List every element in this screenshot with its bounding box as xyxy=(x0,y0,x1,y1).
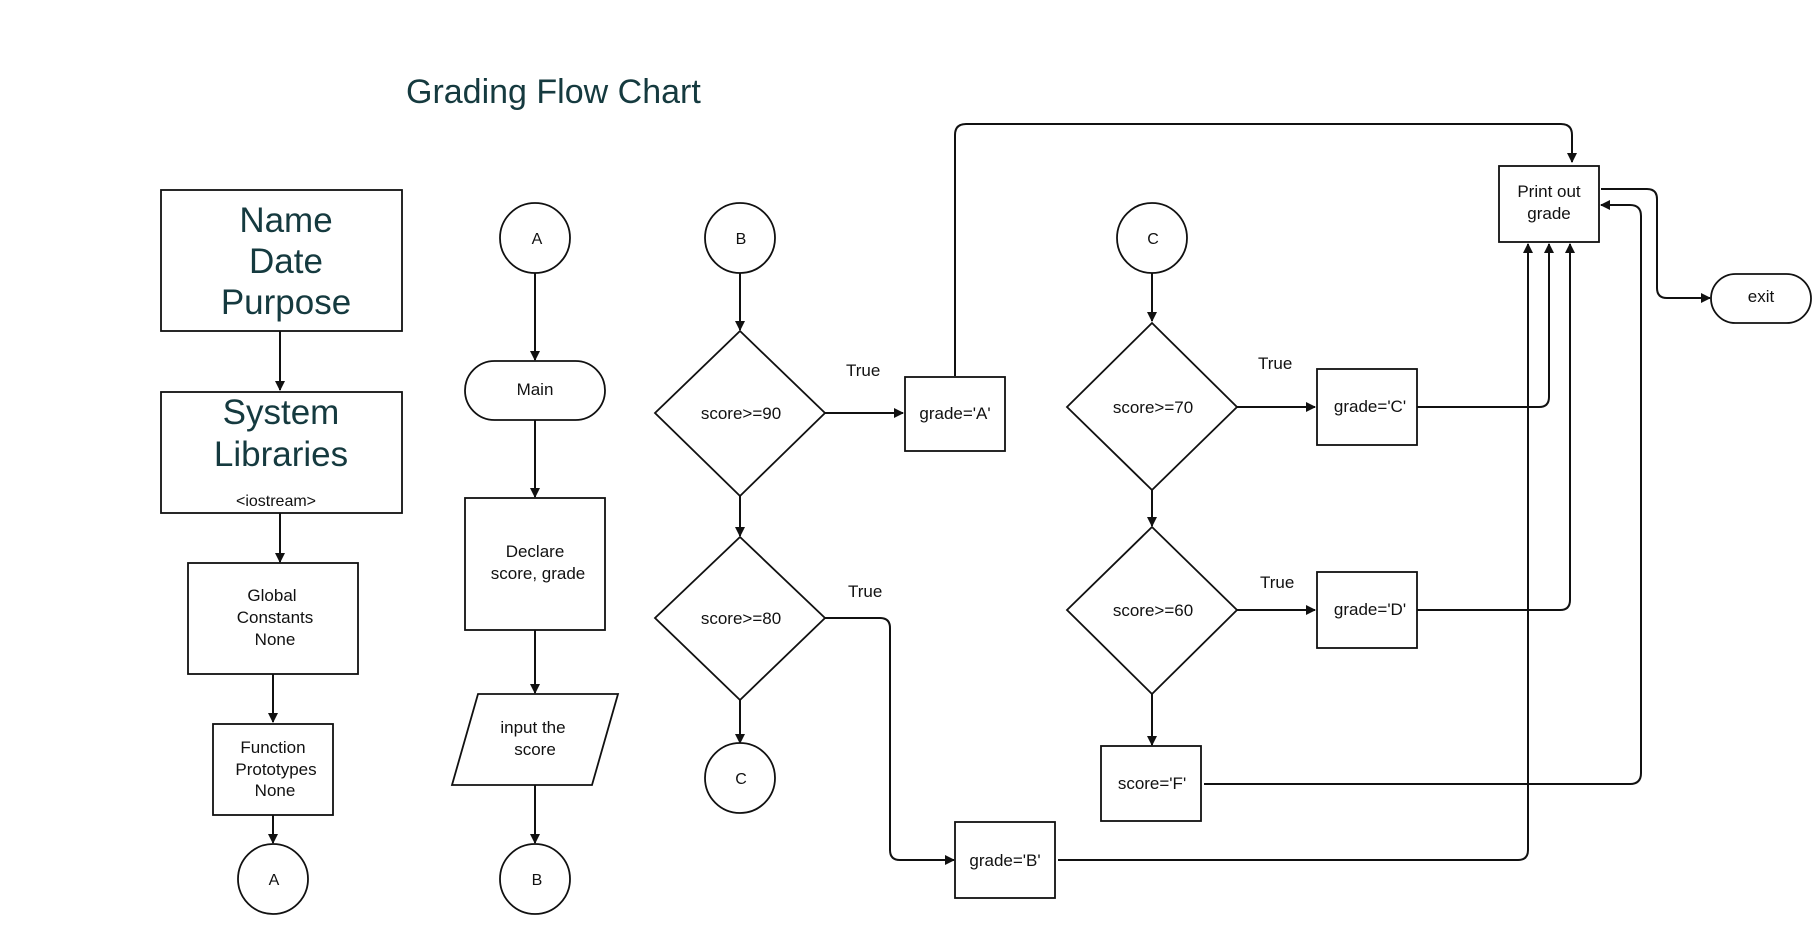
prototypes-function-text: Function xyxy=(240,738,305,757)
connector-a-top: A xyxy=(499,202,571,274)
global-constants-block: Global Constants None xyxy=(187,562,359,675)
header-date-text: Date xyxy=(249,242,323,281)
constants-none-text: None xyxy=(255,630,296,649)
print-line-2: grade xyxy=(1527,204,1570,223)
edge-grade-f-to-print xyxy=(1204,200,1642,785)
prototypes-none-text: None xyxy=(255,781,296,800)
main-label: Main xyxy=(517,380,554,399)
grade-a-label: grade='A' xyxy=(919,404,990,423)
grade-f-block: score='F' xyxy=(1100,745,1202,822)
header-name-text: Name xyxy=(239,201,332,240)
decision-score-70-label: score>=70 xyxy=(1113,398,1193,417)
connector-c-middle-label: C xyxy=(735,771,747,788)
connector-b-top-label: B xyxy=(736,231,747,248)
true-label-score80: True xyxy=(848,582,882,601)
function-prototypes-block: Function Prototypes None xyxy=(212,723,334,816)
decision-score-80-label: score>=80 xyxy=(701,609,781,628)
true-label-score70: True xyxy=(1258,354,1292,373)
declare-block: Declare score, grade xyxy=(464,497,606,631)
flow-edges xyxy=(268,123,1711,865)
connector-b-bottom-label: B xyxy=(532,872,543,889)
connector-c-top-label: C xyxy=(1147,231,1159,248)
libraries-libraries-text: Libraries xyxy=(214,435,348,474)
true-label-score60: True xyxy=(1260,573,1294,592)
connector-a-bottom-left-label: A xyxy=(269,872,280,889)
diagram-title: Grading Flow Chart xyxy=(406,73,701,111)
print-line-1: Print out xyxy=(1517,182,1581,201)
edge-grade-a-to-print xyxy=(954,123,1577,376)
grade-b-label: grade='B' xyxy=(969,851,1040,870)
print-grade-block: Print out grade xyxy=(1498,165,1600,243)
prototypes-prototypes-text: Prototypes xyxy=(235,760,316,779)
header-block: Name Date Purpose xyxy=(160,189,403,332)
grade-d-block: grade='D' xyxy=(1316,571,1418,649)
decision-score-60: score>=60 xyxy=(1065,525,1239,696)
connector-c-top: C xyxy=(1116,202,1188,274)
libraries-system-text: System xyxy=(223,393,340,432)
connector-a-top-label: A xyxy=(532,231,543,248)
decision-score-70: score>=70 xyxy=(1065,321,1239,492)
edge-print-to-exit xyxy=(1601,188,1711,303)
exit-terminal: exit xyxy=(1710,273,1812,324)
connector-a-bottom-left: A xyxy=(237,843,309,915)
grade-f-label: score='F' xyxy=(1118,774,1186,793)
edge-grade-b-to-print xyxy=(1058,243,1533,861)
declare-line-1: Declare xyxy=(506,542,565,561)
grade-b-block: grade='B' xyxy=(954,821,1056,899)
main-terminal: Main xyxy=(464,360,606,421)
header-purpose-text: Purpose xyxy=(221,283,351,322)
exit-label: exit xyxy=(1748,287,1775,306)
libraries-block: System Libraries <iostream> xyxy=(160,391,403,514)
decision-score-80: score>=80 xyxy=(653,535,827,702)
input-score-block: input the score xyxy=(450,693,620,786)
constants-constants-text: Constants xyxy=(237,608,314,627)
grade-d-label: grade='D' xyxy=(1334,600,1406,619)
edge-grade-d-to-print xyxy=(1417,243,1575,611)
constants-global-text: Global xyxy=(247,586,296,605)
declare-line-2: score, grade xyxy=(491,564,586,583)
input-line-2: score xyxy=(514,740,556,759)
true-label-score90: True xyxy=(846,361,880,380)
edge-score80-to-grade-b xyxy=(825,617,955,865)
connector-b-bottom: B xyxy=(499,843,571,915)
edge-grade-c-to-print xyxy=(1417,243,1554,408)
grade-c-block: grade='C' xyxy=(1316,368,1418,446)
libraries-iostream-text: <iostream> xyxy=(236,493,316,510)
connector-c-middle: C xyxy=(704,742,776,814)
connector-b-top: B xyxy=(704,202,776,274)
input-line-1: input the xyxy=(500,718,565,737)
grade-a-block: grade='A' xyxy=(904,376,1006,452)
decision-score-90-label: score>=90 xyxy=(701,404,781,423)
grade-c-label: grade='C' xyxy=(1334,397,1406,416)
decision-score-90: score>=90 xyxy=(653,329,827,498)
decision-score-60-label: score>=60 xyxy=(1113,601,1193,620)
